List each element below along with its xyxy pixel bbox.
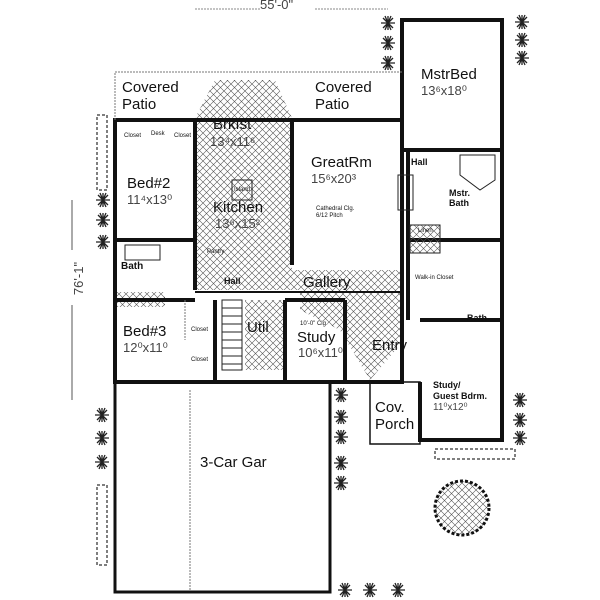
room-kitchen-name: Kitchen (213, 199, 264, 216)
room-util: Util (247, 319, 269, 336)
room-study-guest-name: Study/ Guest Bdrm. (433, 380, 488, 401)
study-ceiling-note: 10'-0" Clg. (300, 321, 328, 327)
room-covered-patio-left: Covered Patio (122, 79, 179, 113)
greatrm-ceiling-note: Cathedral Clg. (316, 206, 355, 212)
tiled-floor (115, 80, 400, 380)
room-entry: Entry (372, 337, 408, 354)
closet-label-bed3b: Closet (191, 357, 209, 363)
closet-label-bed3: Closet (191, 327, 209, 333)
room-greatrm-size: 15⁶x20³ (311, 171, 357, 186)
room-bed3-size: 12⁰x11⁰ (123, 340, 168, 355)
room-bed3-name: Bed#3 (123, 323, 167, 340)
greatrm-pitch-note: 6/12 Pitch (316, 213, 343, 219)
room-gallery: Gallery (303, 274, 351, 291)
room-bath2: Bath (467, 313, 487, 323)
fixtures (124, 154, 496, 261)
planter-beds (96, 114, 516, 566)
walls (113, 18, 504, 594)
room-mstrbed-name: MstrBed (421, 66, 477, 83)
room-cov-porch: Cov. Porch (375, 399, 415, 433)
desk-label: Desk (151, 131, 165, 137)
room-mstrbed-size: 13⁶x18⁰ (421, 83, 467, 98)
linen-label: Linen (418, 228, 433, 234)
stairs (221, 299, 243, 371)
room-brkfst-size: 13⁴x11⁶ (210, 134, 256, 149)
closet-label-bed2b: Closet (174, 133, 192, 139)
room-hall-master: Hall (411, 157, 428, 167)
room-study-name: Study (297, 329, 336, 346)
room-bath: Bath (121, 261, 144, 272)
room-study-guest-size: 11⁰x12⁰ (433, 402, 468, 413)
width-dimension: 55'-0" (260, 0, 294, 12)
room-bed2-size: 11⁴x13⁰ (127, 192, 173, 207)
room-greatrm-name: GreatRm (311, 154, 372, 171)
room-bed2-name: Bed#2 (127, 175, 171, 192)
room-walk-in-closet: Walk-in Closet (415, 275, 454, 281)
closet-label-bed2: Closet (124, 133, 142, 139)
room-mstr-bath: Mstr. Bath (449, 188, 471, 208)
tree-icon (433, 479, 491, 537)
room-brkfst-name: Brkfst (213, 116, 252, 133)
island-label: Island (234, 187, 251, 193)
pantry-label: Pantry (207, 249, 225, 255)
depth-dimension: 76'-1" (71, 261, 87, 296)
room-hall: Hall (224, 276, 241, 286)
room-kitchen-size: 13⁶x15² (215, 216, 261, 231)
room-covered-patio-right: Covered Patio (315, 79, 372, 113)
room-garage: 3-Car Gar (200, 454, 267, 471)
covered-patio-outline (114, 71, 402, 590)
room-study-size: 10⁶x11⁰ (298, 345, 344, 360)
